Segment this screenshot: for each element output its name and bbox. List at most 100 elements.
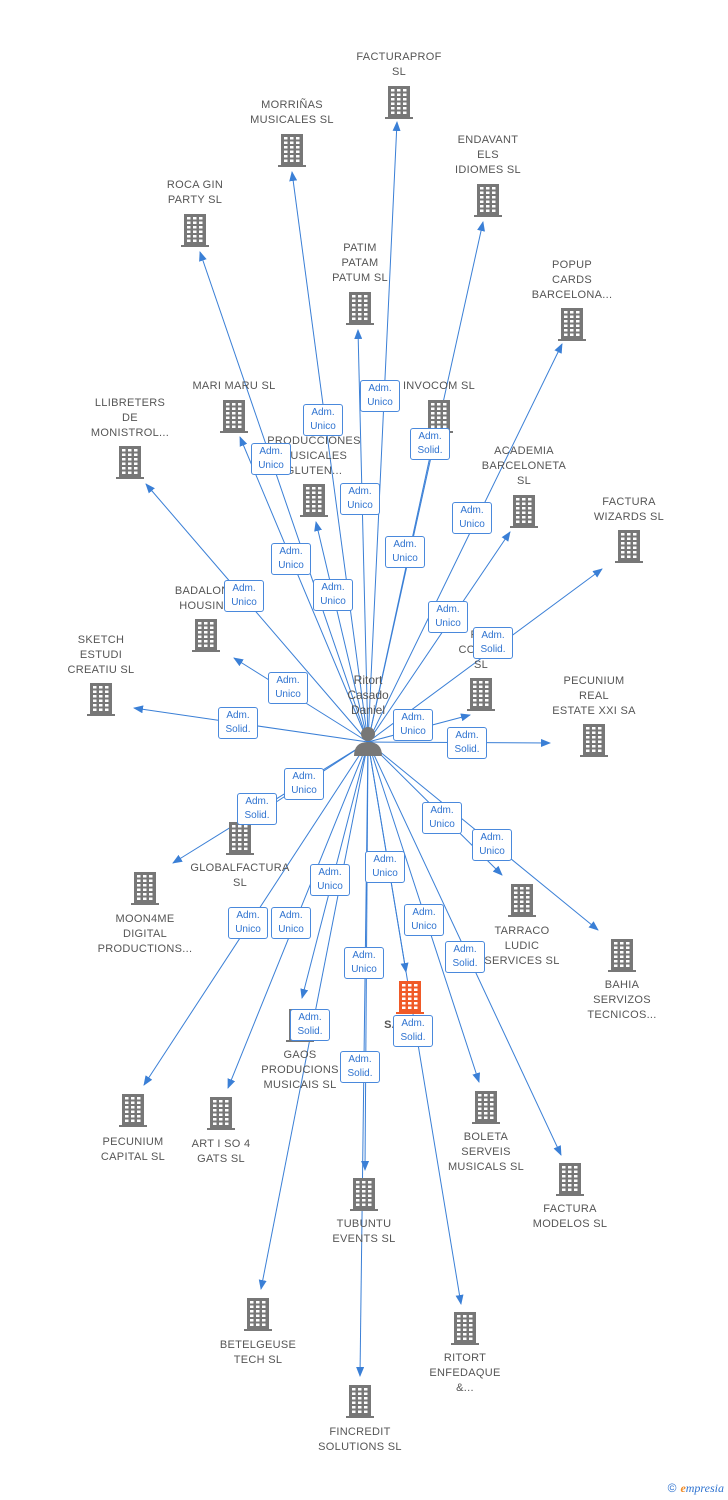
role-badge: Adm. Unico xyxy=(251,443,291,475)
edge-marimaru xyxy=(239,436,369,743)
edge-popup xyxy=(367,343,563,743)
role-badge: Adm. Unico xyxy=(310,864,350,896)
edge-rocagin xyxy=(199,251,369,743)
company-label-academia[interactable]: ACADEMIA BARCELONETA SL xyxy=(481,445,567,487)
company-label-facturaprof[interactable]: FACTURAPROF SL xyxy=(356,51,442,78)
building-icon[interactable] xyxy=(181,214,209,247)
building-icon[interactable] xyxy=(220,400,248,433)
role-badge: Adm. Unico xyxy=(344,947,384,979)
company-label-patim[interactable]: PATIM PATAM PATUM SL xyxy=(332,242,388,284)
role-badge: Adm. Solid. xyxy=(218,707,258,739)
role-badge: Adm. Solid. xyxy=(473,627,513,659)
edge-produccions xyxy=(314,521,369,743)
edge-patim xyxy=(354,329,369,743)
company-label-tarraco[interactable]: TARRACO LUDIC SERVICES SL xyxy=(484,925,560,967)
role-badge: Adm. Unico xyxy=(404,904,444,936)
building-icon[interactable] xyxy=(278,134,306,167)
company-label-fincredit[interactable]: FINCREDIT SOLUTIONS SL xyxy=(318,1426,402,1453)
company-label-gaos[interactable]: GAOS PRODUCIONS MUSICAIS SL xyxy=(261,1049,339,1091)
building-icon[interactable] xyxy=(300,484,328,517)
role-badge: Adm. Unico xyxy=(268,672,308,704)
role-badge: Adm. Solid. xyxy=(410,428,450,460)
role-badge: Adm. Unico xyxy=(271,543,311,575)
role-badge: Adm. Solid. xyxy=(290,1009,330,1041)
building-icon[interactable] xyxy=(467,678,495,711)
role-badge: Adm. Unico xyxy=(452,502,492,534)
building-icon[interactable] xyxy=(425,400,453,433)
building-icon[interactable] xyxy=(558,308,586,341)
role-badge: Adm. Unico xyxy=(284,768,324,800)
company-label-badalona[interactable]: BADALONA HOUSING xyxy=(174,585,238,612)
company-label-endavant[interactable]: ENDAVANT ELS IDIOMES SL xyxy=(455,134,521,176)
building-icon[interactable] xyxy=(244,1298,272,1331)
role-badge: Adm. Solid. xyxy=(237,793,277,825)
building-icon[interactable] xyxy=(87,683,115,716)
role-badge: Adm. Unico xyxy=(365,851,405,883)
building-icon[interactable] xyxy=(472,1091,500,1124)
building-icon[interactable] xyxy=(508,884,536,917)
building-icon[interactable] xyxy=(510,495,538,528)
company-label-moon4me[interactable]: MOON4ME DIGITAL PRODUCTIONS... xyxy=(97,913,193,955)
company-label-betelgeuse[interactable]: BETELGEUSE TECH SL xyxy=(219,1339,297,1366)
role-badge: Adm. Solid. xyxy=(447,727,487,759)
company-label-sketch[interactable]: SKETCH ESTUDI CREATIU SL xyxy=(67,634,135,676)
role-badge: Adm. Unico xyxy=(393,709,433,741)
role-badge: Adm. Solid. xyxy=(393,1015,433,1047)
company-label-facturamodelos[interactable]: FACTURA MODELOS SL xyxy=(532,1203,608,1230)
company-label-facturawizards[interactable]: FACTURA WIZARDS SL xyxy=(593,496,665,523)
building-icon[interactable] xyxy=(119,1094,147,1127)
role-badge: Adm. Solid. xyxy=(445,941,485,973)
role-badge: Adm. Unico xyxy=(428,601,468,633)
edge-invocom xyxy=(367,437,436,743)
company-label-morrinas[interactable]: MORRIÑAS MUSICALES SL xyxy=(250,99,334,126)
role-badge: Adm. Unico xyxy=(313,579,353,611)
building-icon[interactable] xyxy=(615,530,643,563)
building-icon[interactable] xyxy=(226,822,254,855)
building-icon[interactable] xyxy=(451,1312,479,1345)
role-badge: Adm. Unico xyxy=(385,536,425,568)
center-person-label[interactable]: Ritort Casado Daniel xyxy=(347,673,389,717)
role-badge: Adm. Unico xyxy=(303,404,343,436)
copyright-symbol: © xyxy=(667,1481,677,1495)
company-label-popup[interactable]: POPUP CARDS BARCELONA... xyxy=(531,259,613,301)
building-icon[interactable] xyxy=(131,872,159,905)
role-badge: Adm. Unico xyxy=(340,483,380,515)
company-label-globalfactura[interactable]: GLOBALFACTURA SL xyxy=(190,862,290,889)
empresia-footer[interactable]: ©empresia xyxy=(668,1481,724,1496)
building-icon[interactable] xyxy=(396,981,424,1014)
company-label-pecuniumreal[interactable]: PECUNIUM REAL ESTATE XXI SA xyxy=(552,675,636,717)
company-label-produccions[interactable]: PRODUCCIONES MUSICALES GLUTEN... xyxy=(267,435,361,477)
edge-morrinas xyxy=(289,171,369,743)
company-label-llibreters[interactable]: LLIBRETERS DE MONISTROL... xyxy=(90,397,170,439)
brand-name: mpresia xyxy=(685,1481,724,1495)
building-icon[interactable] xyxy=(608,939,636,972)
role-badge: Adm. Solid. xyxy=(340,1051,380,1083)
person-icon[interactable] xyxy=(354,727,382,756)
building-icon[interactable] xyxy=(385,86,413,119)
company-label-invocom[interactable]: INVOCOM SL xyxy=(402,380,476,392)
edge-academia xyxy=(367,531,511,743)
company-label-ritort[interactable]: RITORT ENFEDAQUE &... xyxy=(429,1352,501,1394)
company-label-marimaru[interactable]: MARI MARU SL xyxy=(192,380,276,392)
building-icon[interactable] xyxy=(192,619,220,652)
edge-facturaprof xyxy=(367,121,401,743)
building-icon[interactable] xyxy=(207,1097,235,1130)
building-icon[interactable] xyxy=(346,1385,374,1418)
brand-e: e xyxy=(680,1481,686,1495)
company-label-tubuntu[interactable]: TUBUNTU EVENTS SL xyxy=(332,1218,396,1245)
company-label-boleta[interactable]: BOLETA SERVEIS MUSICALS SL xyxy=(447,1131,525,1173)
role-badge: Adm. Unico xyxy=(224,580,264,612)
edge-llibreters xyxy=(145,483,369,743)
building-icon[interactable] xyxy=(346,292,374,325)
company-label-artiso[interactable]: ART I SO 4 GATS SL xyxy=(191,1138,251,1165)
building-icon[interactable] xyxy=(116,446,144,479)
building-icon[interactable] xyxy=(580,724,608,757)
company-label-pecuniumcap[interactable]: PECUNIUM CAPITAL SL xyxy=(100,1136,166,1163)
building-icon[interactable] xyxy=(350,1178,378,1211)
company-label-bahia[interactable]: BAHIA SERVIZOS TECNICOS... xyxy=(587,979,657,1021)
company-label-rocagin[interactable]: ROCA GIN PARTY SL xyxy=(166,179,224,206)
role-badge: Adm. Unico xyxy=(271,907,311,939)
building-icon[interactable] xyxy=(556,1163,584,1196)
building-icon[interactable] xyxy=(474,184,502,217)
